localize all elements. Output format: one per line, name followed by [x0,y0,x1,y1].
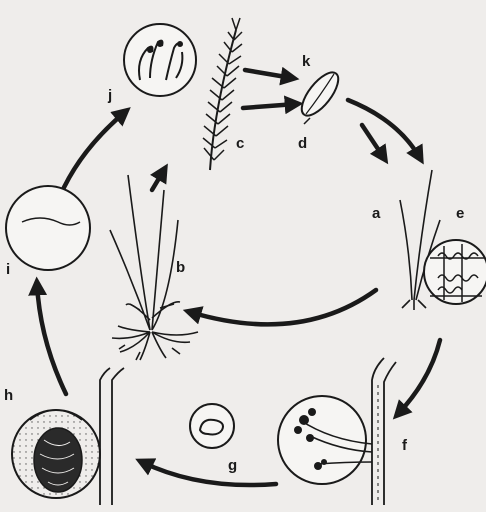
arrow-c-to-k-lower [243,104,296,108]
label-c: c [236,135,244,152]
arrow-d-to-a [362,125,384,158]
label-b: b [176,259,185,276]
label-d: d [298,135,307,152]
stage-f-spore-circle [278,396,372,484]
stage-i-germ-tube [6,186,90,270]
arrow-a-to-b [190,290,376,324]
label-g: g [228,457,237,474]
arrow-h-to-i [37,284,66,394]
stage-e-hyphae [424,240,486,304]
label-h: h [4,387,13,404]
stage-f-stem [372,358,396,505]
cycle-arrows [37,70,440,485]
label-e: e [456,205,464,222]
arrow-e-to-f [398,340,440,414]
stage-g-sclerotium [190,404,234,448]
arrow-k-to-e [348,100,420,158]
stage-h-stem [100,368,124,505]
arrow-b-to-c [152,170,164,190]
label-k: k [302,53,311,70]
arrow-c-to-k-upper [245,70,292,78]
label-i: i [6,261,10,278]
stage-labels: j c k d a e b i h g f [4,53,464,474]
label-j: j [107,87,112,104]
label-f: f [402,437,408,454]
stage-d-grain [295,67,344,124]
stage-j-germinating-spores [124,24,196,96]
label-a: a [372,205,381,222]
arrow-i-to-j [60,112,125,196]
arrow-g-to-h [142,462,276,485]
stage-h-sclerotium-section [12,410,100,498]
